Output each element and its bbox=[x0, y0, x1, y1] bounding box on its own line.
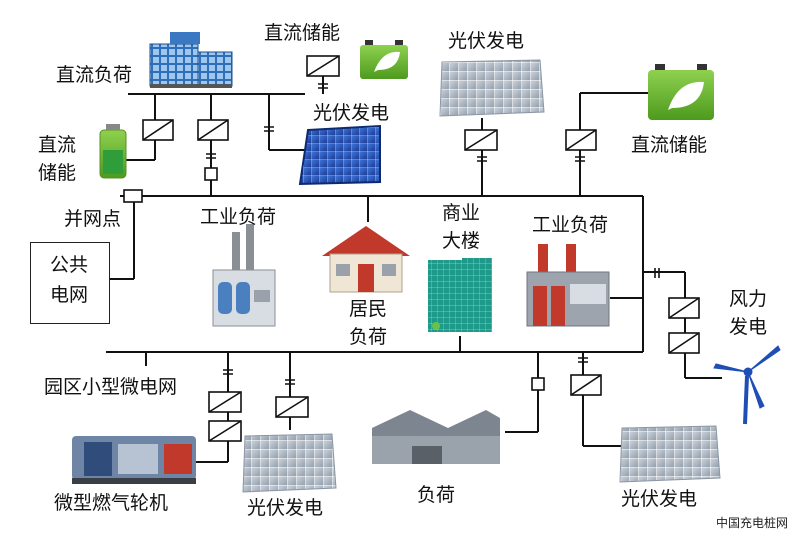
converter-wind-2 bbox=[668, 332, 700, 354]
label-public-grid-2: 电网 bbox=[49, 284, 88, 306]
green-battery-icon-top bbox=[360, 40, 408, 79]
label-dc-storage-top: 直流储能 bbox=[264, 22, 341, 44]
converter-acdc-left bbox=[197, 119, 229, 141]
solar-array-bottom-left-icon bbox=[242, 433, 337, 493]
label-public-grid-1: 公共 bbox=[49, 254, 88, 276]
converters bbox=[142, 55, 700, 442]
label-industrial-load-2: 工业负荷 bbox=[532, 214, 609, 236]
label-grid-point: 并网点 bbox=[64, 208, 122, 230]
factory-icon-2 bbox=[526, 244, 610, 327]
converter-dc-storage-top bbox=[306, 55, 340, 77]
gas-turbine-icon bbox=[72, 436, 196, 484]
solar-array-bottom-right-icon bbox=[619, 425, 721, 483]
label-microgrid: 园区小型微电网 bbox=[44, 376, 178, 398]
commercial-tower-icon bbox=[428, 258, 492, 332]
converter-pv-bottom-right bbox=[570, 374, 602, 396]
label-dc-storage-right: 直流储能 bbox=[631, 134, 708, 156]
label-pv-bottom-left: 光伏发电 bbox=[247, 497, 324, 519]
label-gas-turbine: 微型燃气轮机 bbox=[54, 492, 169, 514]
solar-array-top-icon bbox=[439, 59, 545, 117]
converter-wind-1 bbox=[668, 297, 700, 319]
label-industrial-load-1: 工业负荷 bbox=[200, 206, 277, 228]
converter-pv-bottom-left bbox=[275, 396, 309, 418]
label-pv-bottom-right: 光伏发电 bbox=[621, 488, 698, 510]
converter-pv-top bbox=[464, 129, 498, 151]
label-dc-storage-left-2: 储能 bbox=[38, 162, 77, 184]
label-resident-2: 负荷 bbox=[349, 326, 388, 348]
solar-panel-blue-icon bbox=[298, 124, 381, 186]
green-battery-icon-right bbox=[648, 64, 714, 120]
warehouse-icon bbox=[372, 410, 500, 464]
label-commercial-1: 商业 bbox=[442, 202, 481, 224]
label-pv-top: 光伏发电 bbox=[448, 30, 525, 52]
watermark: 中国充电桩网 bbox=[716, 516, 789, 530]
office-building-icon bbox=[149, 32, 233, 88]
label-commercial-2: 大楼 bbox=[442, 230, 481, 252]
converter-dcdc-left bbox=[142, 119, 174, 141]
converter-gas-2 bbox=[208, 420, 242, 442]
label-load-bottom: 负荷 bbox=[417, 484, 456, 506]
public-grid-box bbox=[30, 242, 110, 324]
factory-icon-1 bbox=[212, 224, 276, 327]
converter-gas-1 bbox=[208, 391, 242, 413]
label-resident-1: 居民 bbox=[349, 298, 388, 320]
house-icon bbox=[322, 226, 410, 293]
label-dc-storage-left-1: 直流 bbox=[38, 134, 77, 156]
label-dc-load: 直流负荷 bbox=[56, 64, 133, 86]
label-wind-2: 发电 bbox=[729, 316, 768, 338]
converter-dc-storage-right bbox=[565, 129, 597, 151]
label-pv-small: 光伏发电 bbox=[313, 102, 390, 124]
switches bbox=[123, 83, 660, 391]
label-wind-1: 风力 bbox=[729, 288, 768, 310]
wind-turbine-icon bbox=[713, 345, 781, 425]
battery-cell-icon bbox=[99, 124, 127, 179]
